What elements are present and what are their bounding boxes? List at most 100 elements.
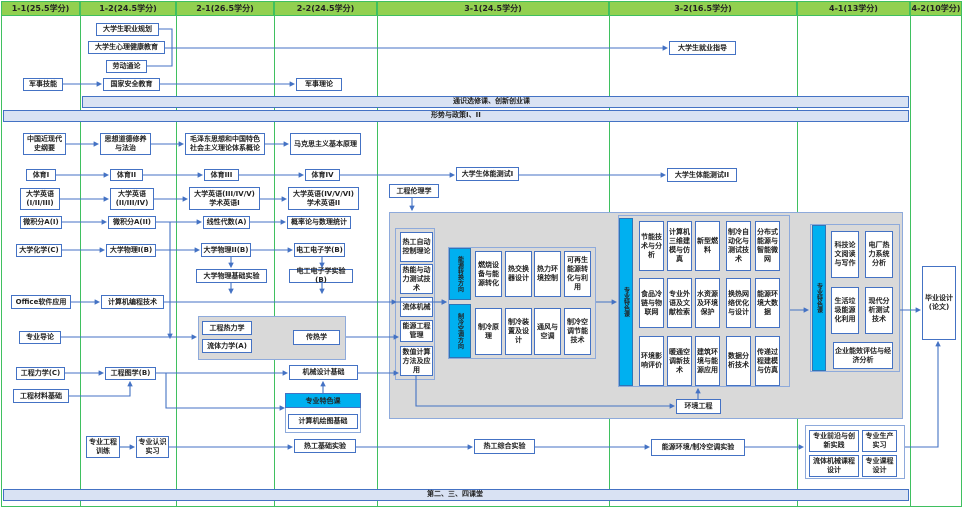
semester-header-4-1: 4-1(13学分)	[797, 1, 910, 16]
feature-4-1-label: 专业特色课	[812, 225, 826, 371]
course-thermal-lab[interactable]: 热工基础实验	[294, 439, 356, 453]
course-materials[interactable]: 工程材料基础	[13, 389, 69, 403]
course-employment[interactable]: 大学生就业指导	[669, 41, 736, 55]
course-physics-2[interactable]: 大学物理II(B)	[201, 243, 251, 257]
core-course[interactable]: 数值计算方法及应用	[400, 346, 433, 376]
feature-4-1-course[interactable]: 电厂热力系统分析	[865, 231, 893, 278]
feature-3-2-course[interactable]: 换热网络优化与设计	[726, 278, 751, 328]
feature-4-1-course[interactable]: 现代分析测试技术	[865, 287, 893, 334]
direction-refrig-course[interactable]: 制冷原理	[475, 308, 502, 355]
direction-energy-course[interactable]: 燃烧设备与能源转化	[475, 251, 502, 297]
feature-3-2-course[interactable]: 能源环境大数据	[755, 278, 780, 328]
feature-3-2-course[interactable]: 节能技术与分析	[639, 221, 664, 271]
feature-3-2-course[interactable]: 建筑环境与能源应用	[695, 336, 720, 386]
practice-course[interactable]: 专业课程设计	[862, 455, 897, 477]
course-office[interactable]: Office软件应用	[11, 295, 71, 309]
direction-energy-course[interactable]: 可再生能源转化与利用	[564, 251, 591, 297]
core-course[interactable]: 热能与动力测试技术	[400, 264, 433, 294]
course-modern-history[interactable]: 中国近现代史纲要	[23, 133, 66, 155]
semester-header-2-1: 2-1(26.5学分)	[176, 1, 274, 16]
column-divider	[1, 1, 2, 507]
direction-energy-course[interactable]: 热力环境控制	[534, 251, 561, 297]
course-heat-transfer[interactable]: 传热学	[293, 330, 340, 345]
course-english-4[interactable]: 大学英语(IV/V/VI) 学术英语II	[288, 187, 359, 210]
feature-3-2-label: 专业特色课	[619, 218, 633, 386]
course-labor[interactable]: 劳动通论	[106, 60, 147, 73]
semester-header-3-2: 3-2(16.5学分)	[609, 1, 797, 16]
column-divider	[910, 1, 911, 507]
course-eng-training[interactable]: 专业工程训练	[86, 436, 120, 458]
feature-3-2-course[interactable]: 暖通空调新技术	[667, 336, 692, 386]
feature-3-2-course[interactable]: 计算机三维建模与仿真	[667, 221, 692, 271]
course-fitness-1[interactable]: 大学生体能测试I	[456, 167, 519, 181]
direction-energy-course[interactable]: 热交换器设计	[505, 251, 532, 297]
course-probability[interactable]: 概率论与数理统计	[287, 216, 351, 229]
course-ethics-law[interactable]: 思想道德修养与法治	[100, 133, 151, 155]
practice-course[interactable]: 专业生产实习	[862, 430, 897, 452]
column-divider	[961, 1, 962, 507]
course-cad[interactable]: 计算机绘图基础	[288, 414, 358, 429]
course-pe4[interactable]: 体育IV	[305, 169, 340, 181]
core-course[interactable]: 流体机械	[400, 297, 433, 317]
course-english-3[interactable]: 大学英语(III/IV/V) 学术英语I	[189, 187, 260, 210]
direction-refrig-course[interactable]: 制冷空调节能技术	[564, 308, 591, 355]
course-mao-theory[interactable]: 毛泽东思想和中国特色社会主义理论体系概论	[185, 133, 265, 155]
bottom-border	[1, 506, 962, 507]
feature-3-2-course[interactable]: 环境影响评价	[639, 336, 664, 386]
course-pe1[interactable]: 体育I	[26, 169, 56, 181]
core-course[interactable]: 热工自动控制理论	[400, 232, 433, 262]
course-pe3[interactable]: 体育III	[204, 169, 239, 181]
connector-arrow	[69, 380, 133, 397]
course-thermal-comp-lab[interactable]: 热工综合实验	[474, 439, 535, 454]
course-national-security[interactable]: 国家安全教育	[103, 78, 160, 91]
course-machine-design[interactable]: 机械设计基础	[289, 365, 358, 380]
course-fitness-2[interactable]: 大学生体能测试II	[667, 168, 737, 182]
course-energy-lab[interactable]: 能源环境/制冷空调实验	[651, 439, 745, 456]
course-linear-algebra[interactable]: 线性代数(A)	[203, 216, 250, 229]
course-english-1[interactable]: 大学英语(I/II/III)	[20, 188, 60, 210]
course-eng-drawing[interactable]: 工程图学(B)	[105, 367, 156, 380]
course-intro-major[interactable]: 专业导论	[19, 331, 61, 344]
direction-refrig-course[interactable]: 制冷装置及设计	[505, 308, 532, 355]
band-general-elective: 通识选修课、创新创业课	[82, 96, 909, 108]
feature-3-2-course[interactable]: 制冷自动化与测试技术	[726, 221, 751, 271]
feature-4-1-course[interactable]: 企业能效评估与经济分析	[833, 342, 893, 369]
feature-3-2-course[interactable]: 分布式能源与智能微网	[755, 221, 780, 271]
course-pe2[interactable]: 体育II	[110, 169, 143, 181]
feature-3-2-course[interactable]: 新型燃料	[695, 221, 720, 271]
column-divider	[176, 1, 177, 507]
core-course[interactable]: 能源工程管理	[400, 320, 433, 342]
course-calculus-2[interactable]: 微积分A(II)	[108, 216, 156, 229]
feature-3-2-course[interactable]: 食品冷链与物联网	[639, 278, 664, 328]
course-eng-mechanics[interactable]: 工程力学(C)	[16, 367, 65, 380]
practice-course[interactable]: 专业前沿与创新实践	[809, 430, 859, 452]
course-fluid-mechanics[interactable]: 流体力学(A)	[202, 339, 252, 353]
course-military-skill[interactable]: 军事技能	[23, 78, 63, 91]
course-eng-ethics[interactable]: 工程伦理学	[389, 184, 439, 198]
course-career-planning[interactable]: 大学生职业规划	[96, 23, 159, 36]
course-calculus-1[interactable]: 微积分A(I)	[20, 216, 62, 229]
course-env-eng[interactable]: 环境工程	[676, 399, 721, 414]
course-physics-lab[interactable]: 大学物理基础实验	[196, 269, 267, 283]
feature-3-2-course[interactable]: 传递过程建模与仿真	[755, 336, 780, 386]
course-graduation[interactable]: 毕业设计(论文)	[922, 266, 956, 340]
feature-4-1-course[interactable]: 科技论文阅读与写作	[831, 231, 859, 278]
course-english-2[interactable]: 大学英语(II/III/IV)	[110, 188, 154, 210]
course-chemistry[interactable]: 大学化学(C)	[16, 244, 62, 257]
practice-course[interactable]: 流体机械课程设计	[809, 455, 859, 477]
direction-refrig-course[interactable]: 通风与空调	[534, 308, 561, 355]
course-electronics-lab[interactable]: 电工电子学实验(B)	[289, 267, 353, 284]
course-programming[interactable]: 计算机编程技术	[101, 295, 164, 309]
course-thermodynamics[interactable]: 工程热力学	[202, 321, 252, 335]
course-physics-1[interactable]: 大学物理I(B)	[106, 244, 156, 257]
feature-3-2-course[interactable]: 水资源及环境保护	[695, 278, 720, 328]
course-mental-health[interactable]: 大学生心理健康教育	[88, 41, 165, 54]
feature-3-2-course[interactable]: 专业外语及文献检索	[667, 278, 692, 328]
course-cognition-practice[interactable]: 专业认识实习	[136, 436, 169, 458]
feature-4-1-course[interactable]: 生活垃圾能源化利用	[831, 287, 859, 334]
course-military-theory[interactable]: 军事理论	[296, 78, 342, 91]
feature-course-header: 专业特色课	[285, 393, 361, 408]
course-marxism[interactable]: 马克思主义基本原理	[290, 133, 361, 155]
feature-3-2-course[interactable]: 数据分析技术	[726, 336, 751, 386]
course-electronics[interactable]: 电工电子学(B)	[294, 243, 345, 257]
